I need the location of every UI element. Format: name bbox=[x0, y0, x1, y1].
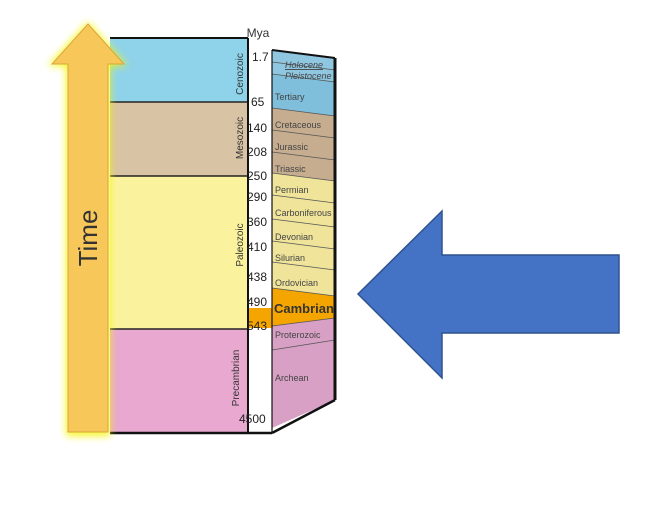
era-band-mesozoic bbox=[110, 102, 248, 176]
column-outline bbox=[110, 37, 337, 435]
cambrian-age-highlight bbox=[248, 308, 272, 328]
era-label-paleozoic: Paleozoic bbox=[235, 223, 246, 266]
age-label: 290 bbox=[247, 190, 267, 204]
period-label: Triassic bbox=[275, 164, 306, 174]
age-label: 360 bbox=[247, 215, 267, 229]
age-label: 4500 bbox=[239, 412, 266, 426]
period-label: Pleistocene bbox=[285, 71, 332, 81]
period-label: Silurian bbox=[275, 253, 305, 263]
time-arrow-label: Time bbox=[73, 210, 103, 267]
era-bands bbox=[110, 38, 248, 433]
age-label: 65 bbox=[251, 95, 265, 109]
era-label-cenozoic: Cenozoic bbox=[235, 53, 246, 95]
period-label: Permian bbox=[275, 185, 309, 195]
time-arrow bbox=[48, 22, 127, 436]
period-label: Ordovician bbox=[275, 278, 318, 288]
era-band-precambrian bbox=[110, 329, 248, 433]
era-label-mesozoic: Mesozoic bbox=[235, 117, 246, 159]
age-label: 250 bbox=[247, 169, 267, 183]
age-label: 208 bbox=[247, 145, 267, 159]
age-label: 490 bbox=[247, 295, 267, 309]
period-label: Holocene bbox=[285, 60, 323, 70]
mya-header: Mya bbox=[247, 26, 270, 40]
period-labels: Holocene Pleistocene Tertiary Cretaceous… bbox=[274, 60, 334, 383]
period-label: Devonian bbox=[275, 232, 313, 242]
period-label: Carboniferous bbox=[275, 208, 332, 218]
period-label-cambrian: Cambrian bbox=[274, 301, 334, 316]
era-band-paleozoic bbox=[110, 176, 248, 329]
period-column bbox=[271, 50, 336, 428]
period-label: Tertiary bbox=[275, 92, 305, 102]
era-band-cenozoic bbox=[110, 38, 248, 102]
age-label: 1.7 bbox=[252, 50, 269, 64]
age-label: 438 bbox=[247, 270, 267, 284]
period-label: Cretaceous bbox=[275, 120, 322, 130]
period-label: Proterozoic bbox=[275, 330, 321, 340]
age-label: 543 bbox=[247, 319, 267, 333]
era-label-precambrian: Precambrian bbox=[231, 350, 242, 407]
age-numbers: 1.7 65 140 208 250 290 360 410 438 490 5… bbox=[239, 50, 269, 426]
period-label: Archean bbox=[275, 373, 309, 383]
age-label: 140 bbox=[247, 121, 267, 135]
pointer-arrow bbox=[356, 209, 620, 380]
age-label: 410 bbox=[247, 240, 267, 254]
period-label: Jurassic bbox=[275, 142, 309, 152]
